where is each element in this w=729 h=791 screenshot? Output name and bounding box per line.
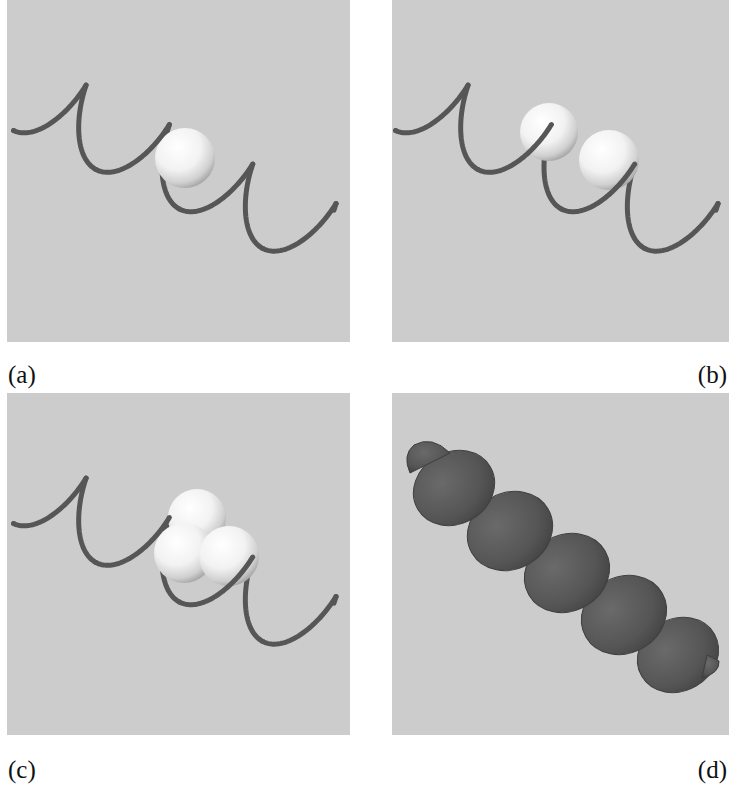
helix-tube [14, 85, 86, 133]
panel-ground [7, 0, 350, 342]
bumpy-tube [400, 436, 729, 707]
helix-tube [461, 85, 478, 169]
helix-panel [14, 478, 336, 644]
panel-ground [7, 393, 350, 735]
helix-panel [14, 85, 336, 251]
helix-tube [245, 164, 262, 248]
panel-letter: (c) [8, 757, 36, 782]
helix-tube [179, 557, 252, 605]
helix-tube [263, 597, 336, 645]
helix-tube [14, 478, 86, 526]
helix-tube [478, 125, 551, 173]
helix-panel [396, 85, 718, 251]
helix-tube [179, 164, 252, 212]
helix-tube [263, 204, 336, 252]
helix-tube [645, 204, 718, 252]
helix-tube [96, 125, 169, 173]
helix-tube [396, 85, 468, 133]
panel-letter: (d) [698, 757, 727, 782]
panel-ground [392, 0, 729, 342]
helix-tube [79, 478, 96, 562]
sphere [155, 128, 215, 188]
helix-tube [79, 85, 96, 169]
helix-tube [96, 518, 169, 566]
helix-tube [561, 164, 634, 212]
panel-letter: (a) [8, 362, 36, 387]
panel-letter: (b) [698, 362, 727, 387]
